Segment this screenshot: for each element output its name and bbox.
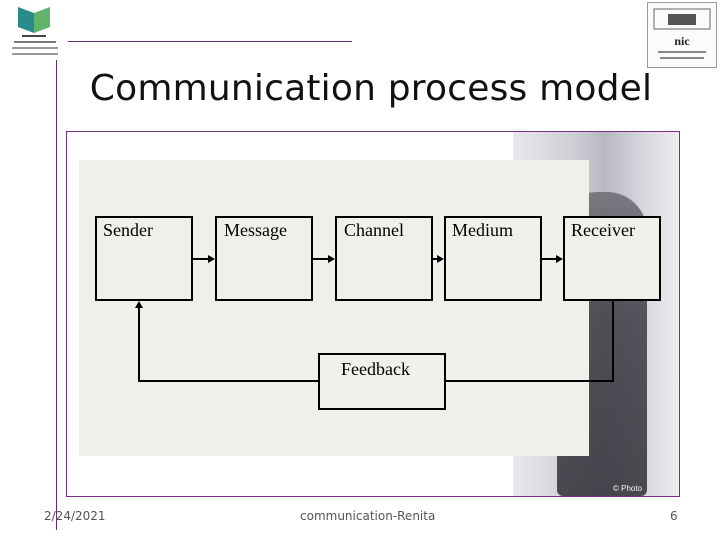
feedback-line-up xyxy=(138,308,140,382)
footer-date: 2/24/2021 xyxy=(44,509,106,523)
svg-text:nic: nic xyxy=(674,34,690,48)
page-number: 6 xyxy=(670,509,678,523)
photo-credit: © Photo xyxy=(613,484,643,493)
content-frame: © Photo Sender Message Channel Medium Re… xyxy=(66,131,680,497)
message-label: Message xyxy=(224,220,287,240)
feedback-box xyxy=(318,353,446,410)
feedback-line-in xyxy=(446,380,614,382)
arrow-medium-receiver xyxy=(542,258,557,260)
medium-label: Medium xyxy=(452,220,513,240)
arrowhead-medium-receiver xyxy=(556,255,563,263)
footer-title: communication-Renita xyxy=(300,509,436,523)
left-margin-divider xyxy=(56,60,57,530)
channel-label: Channel xyxy=(344,220,404,240)
medium-box xyxy=(444,216,542,301)
arrow-sender-message xyxy=(193,258,209,260)
arrowhead-message-channel xyxy=(328,255,335,263)
receiver-label: Receiver xyxy=(571,220,635,240)
diagram-panel: Sender Message Channel Medium Receiver F… xyxy=(79,160,661,456)
feedback-line-out xyxy=(138,380,318,382)
arrow-message-channel xyxy=(313,258,329,260)
message-box xyxy=(215,216,313,301)
arrowhead-feedback-sender xyxy=(135,301,143,308)
university-logo-icon xyxy=(4,3,66,61)
feedback-line-down xyxy=(612,301,614,382)
channel-box xyxy=(335,216,433,301)
feedback-label: Feedback xyxy=(341,359,410,379)
arrowhead-sender-message xyxy=(208,255,215,263)
receiver-box xyxy=(563,216,661,301)
sender-box xyxy=(95,216,193,301)
arrowhead-channel-medium xyxy=(437,255,444,263)
college-emblem-icon: nic xyxy=(647,2,717,68)
arrow-channel-medium xyxy=(433,258,438,260)
page-title: Communication process model xyxy=(89,68,653,109)
header-divider xyxy=(68,41,352,42)
sender-label: Sender xyxy=(103,220,153,240)
